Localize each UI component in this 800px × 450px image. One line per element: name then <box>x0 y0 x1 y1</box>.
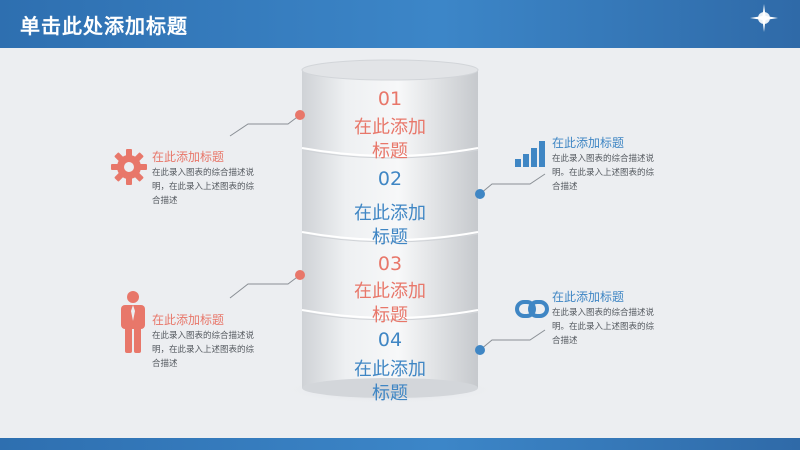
diagram-stage: 01 在此添加标题 02 在此添加标题 03 在此添加标题 04 在此添加标题 … <box>0 48 800 438</box>
bottom-bar <box>0 438 800 450</box>
segment-caption-01: 在此添加标题 <box>354 117 426 162</box>
segment-number-02: 02 <box>377 168 403 190</box>
connector-dot-left-bottom <box>295 270 305 280</box>
connector-line-right-top <box>479 173 546 195</box>
cylinder-base <box>302 378 478 398</box>
cylinder-body <box>302 70 478 388</box>
segment-divider-shade <box>301 149 479 159</box>
item-title-right-bottom: 在此添加标题 <box>552 290 625 304</box>
segment-caption-02: 在此添加标题 <box>354 203 426 248</box>
segment-divider-shade <box>301 233 479 243</box>
segment-divider-shade <box>301 311 479 321</box>
item-desc-left-top: 在此录入图表的综合描述说明，在此录入上述图表的综合描述 <box>152 168 255 206</box>
segment-number-03: 03 <box>377 253 403 275</box>
cylinder-top <box>301 59 479 81</box>
connector-dot-right-top <box>475 189 485 199</box>
sparkle-icon <box>750 4 778 32</box>
connector-dot-right-bottom <box>475 345 485 355</box>
cylinder-graphic <box>280 59 500 404</box>
segment-divider <box>301 231 479 241</box>
connector-line-left-bottom <box>229 274 301 299</box>
title-bar: 单击此处添加标题 <box>0 0 800 48</box>
connector-dot-left-top <box>295 110 305 120</box>
segment-divider <box>301 147 479 157</box>
item-desc-right-top: 在此录入图表的综合描述说明。在此录入上述图表的综合描述 <box>552 154 655 192</box>
connector-line-left-top <box>229 114 301 137</box>
segment-caption-04: 在此添加标题 <box>354 359 426 404</box>
item-title-left-top: 在此添加标题 <box>152 150 225 164</box>
link-icon <box>515 300 549 318</box>
connector-lines <box>229 110 546 355</box>
gear-icon <box>111 149 147 185</box>
page-title: 单击此处添加标题 <box>20 14 188 38</box>
person-icon <box>121 291 145 353</box>
segment-divider <box>301 309 479 319</box>
item-desc-right-bottom: 在此录入图表的综合描述说明。在此录入上述图表的综合描述 <box>552 308 655 346</box>
segment-number-01: 01 <box>377 88 403 110</box>
segment-caption-03: 在此添加标题 <box>354 281 426 326</box>
item-title-left-bottom: 在此添加标题 <box>152 313 225 327</box>
bar-chart-icon <box>515 141 545 167</box>
connector-line-right-bottom <box>479 329 546 351</box>
segment-number-04: 04 <box>377 329 403 351</box>
item-desc-left-bottom: 在此录入图表的综合描述说明，在此录入上述图表的综合描述 <box>152 331 255 369</box>
item-title-right-top: 在此添加标题 <box>552 136 625 150</box>
